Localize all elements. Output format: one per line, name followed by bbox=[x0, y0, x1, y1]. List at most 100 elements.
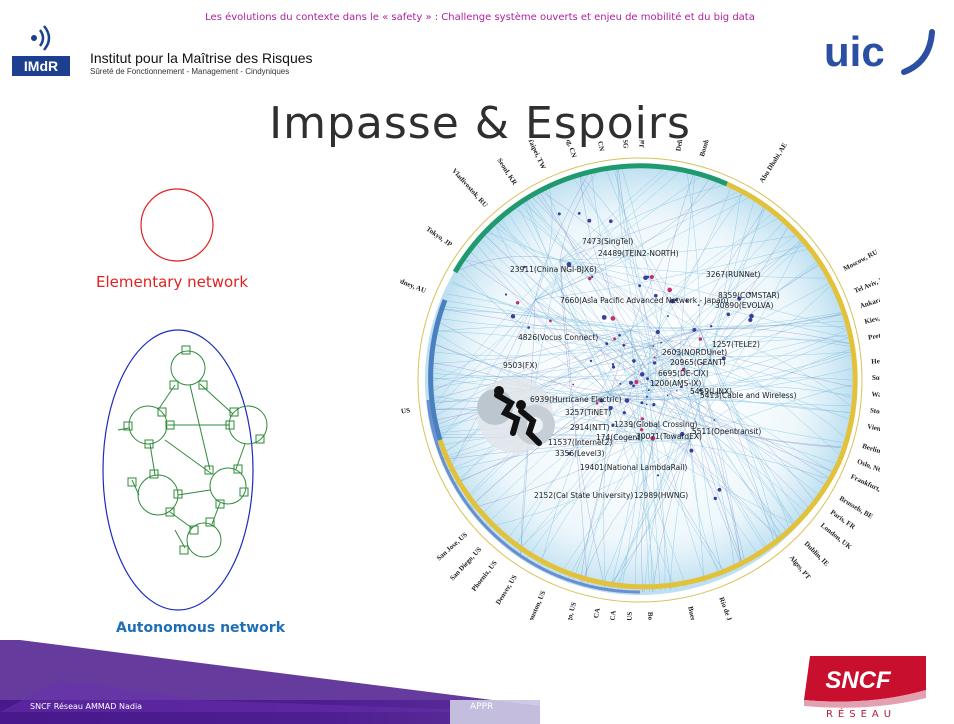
city-label: Vladivostok, RU bbox=[450, 167, 489, 209]
city-label: Warsaw, PL bbox=[871, 390, 880, 401]
topology-edge bbox=[452, 281, 651, 346]
topology-edge bbox=[436, 320, 691, 441]
topology-edge bbox=[699, 313, 842, 331]
topology-edge bbox=[469, 329, 701, 507]
topology-edge bbox=[478, 344, 651, 518]
imdr-logo: IMdR bbox=[12, 18, 74, 80]
node-label: 9503(FX) bbox=[503, 361, 537, 370]
uic-logo: uic bbox=[824, 28, 935, 75]
topology-edge bbox=[448, 439, 691, 472]
topology-edge bbox=[448, 299, 536, 472]
topology-edge bbox=[629, 329, 852, 388]
topology-edge bbox=[443, 439, 641, 460]
topology-edge bbox=[654, 384, 825, 485]
topology-edge bbox=[679, 354, 736, 570]
topology-edge bbox=[470, 252, 611, 396]
topology-edge bbox=[629, 329, 653, 592]
city-label: Honolulu, US bbox=[400, 406, 411, 420]
topology-edge bbox=[629, 218, 778, 331]
topology-node bbox=[699, 388, 702, 392]
topology-node bbox=[590, 296, 593, 299]
city-label: Toronto, CA bbox=[606, 610, 618, 620]
topology-edge bbox=[451, 282, 701, 371]
topology-edge bbox=[454, 384, 656, 484]
topology-edge bbox=[484, 235, 656, 386]
topology-edge bbox=[441, 306, 631, 331]
topology-node bbox=[676, 390, 678, 392]
topology-edge bbox=[612, 369, 701, 591]
node-label: 30890(EVOLVA) bbox=[715, 301, 774, 310]
topology-edge bbox=[429, 369, 701, 410]
topology-edge bbox=[559, 259, 726, 575]
topology-nodes bbox=[504, 212, 754, 501]
topology-node bbox=[611, 365, 616, 369]
topology-edge bbox=[437, 317, 701, 332]
topology-node bbox=[680, 431, 685, 437]
topology-edge bbox=[679, 339, 849, 356]
topology-node bbox=[595, 402, 599, 405]
topology-node bbox=[608, 405, 613, 411]
topology-node bbox=[613, 337, 617, 341]
city-label: Boston, US bbox=[646, 612, 655, 620]
topology-node bbox=[634, 380, 639, 384]
header-caption: Les évolutions du contexte dans le « saf… bbox=[205, 12, 755, 23]
node-labels: 23911(China NGI-BJX6)7473(SingTel)24489(… bbox=[503, 237, 797, 500]
topology-edge bbox=[689, 201, 755, 441]
city-label: Ankara, TR bbox=[859, 291, 880, 310]
topology-edge bbox=[559, 184, 724, 261]
topology-node bbox=[748, 292, 752, 295]
topology-edge bbox=[534, 188, 553, 301]
topology-edge bbox=[559, 172, 597, 261]
topology-edge bbox=[609, 394, 780, 541]
topology-node bbox=[588, 276, 592, 281]
topology-node bbox=[640, 401, 644, 405]
topology-node bbox=[640, 417, 644, 421]
topology-node bbox=[628, 380, 634, 385]
topology-edge bbox=[679, 354, 782, 539]
topology-edge bbox=[698, 329, 723, 576]
footer-band bbox=[0, 640, 540, 724]
topology-edge bbox=[679, 240, 801, 356]
topology-edge bbox=[629, 329, 672, 590]
topology-node bbox=[557, 212, 561, 216]
topology-node bbox=[622, 411, 626, 415]
topology-edge bbox=[434, 427, 691, 441]
topology-edge bbox=[652, 439, 691, 592]
topology-edge bbox=[579, 344, 651, 584]
topology-edge bbox=[609, 394, 851, 407]
topology-edge bbox=[460, 266, 611, 396]
topology-edge bbox=[559, 259, 846, 330]
topology-edge bbox=[664, 244, 804, 401]
topology-node bbox=[645, 395, 648, 398]
topology-node bbox=[652, 345, 655, 347]
topology-node bbox=[689, 448, 694, 453]
topology-edge bbox=[428, 329, 701, 365]
topology-edge bbox=[559, 169, 664, 261]
topology-edge bbox=[699, 314, 842, 371]
topology-node bbox=[567, 452, 571, 456]
topology-edge bbox=[609, 394, 842, 447]
topology-edge bbox=[689, 384, 852, 441]
city-label: Chicago, US bbox=[560, 601, 578, 620]
topology-edge bbox=[433, 330, 701, 371]
city-label: Delhi, IN bbox=[674, 140, 687, 152]
topology-edge bbox=[532, 197, 681, 356]
topology-node bbox=[647, 389, 650, 392]
city-label: Buenos Aires, AR bbox=[686, 606, 705, 620]
topology-edge bbox=[534, 176, 701, 301]
topology-edge bbox=[649, 344, 767, 551]
topology-node bbox=[631, 425, 633, 428]
topology-node bbox=[572, 383, 575, 386]
topology-edge bbox=[609, 242, 803, 396]
topology-edge bbox=[524, 201, 656, 386]
topology-edge bbox=[428, 329, 631, 394]
topology-edge bbox=[643, 369, 701, 593]
topology-edge bbox=[559, 235, 796, 261]
node-label: 19401(National LambdaRail) bbox=[580, 463, 687, 472]
topology-edge bbox=[559, 194, 744, 261]
topology-edges bbox=[427, 168, 853, 593]
topology-edge bbox=[464, 259, 656, 386]
elementary-network-label: Elementary network bbox=[96, 273, 249, 291]
topology-node bbox=[654, 293, 658, 298]
